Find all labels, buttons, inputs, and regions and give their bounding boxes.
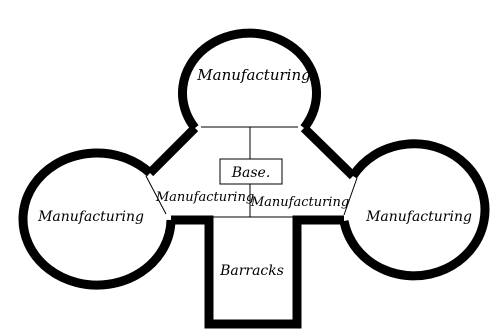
right-corridor-wall	[300, 124, 357, 180]
top-room-label: Manufacturing	[196, 66, 310, 84]
hall-right-edge	[343, 177, 358, 216]
left-corridor-wall	[146, 124, 199, 177]
center-left-room-label: Manufacturing	[155, 190, 254, 205]
base-box	[219, 158, 283, 185]
hall-left-edge	[145, 175, 167, 215]
barracks-wall	[171, 215, 344, 329]
left-room-wall	[18, 148, 176, 290]
right-room-label: Manufacturing	[365, 209, 472, 225]
center-right-room-label: Manufacturing	[250, 195, 349, 210]
right-room-wall	[339, 139, 490, 281]
top-room-wall	[178, 28, 321, 131]
barracks-label: Barracks	[219, 263, 284, 279]
base-label: Base.	[231, 165, 271, 181]
left-room-label: Manufacturing	[37, 209, 144, 225]
